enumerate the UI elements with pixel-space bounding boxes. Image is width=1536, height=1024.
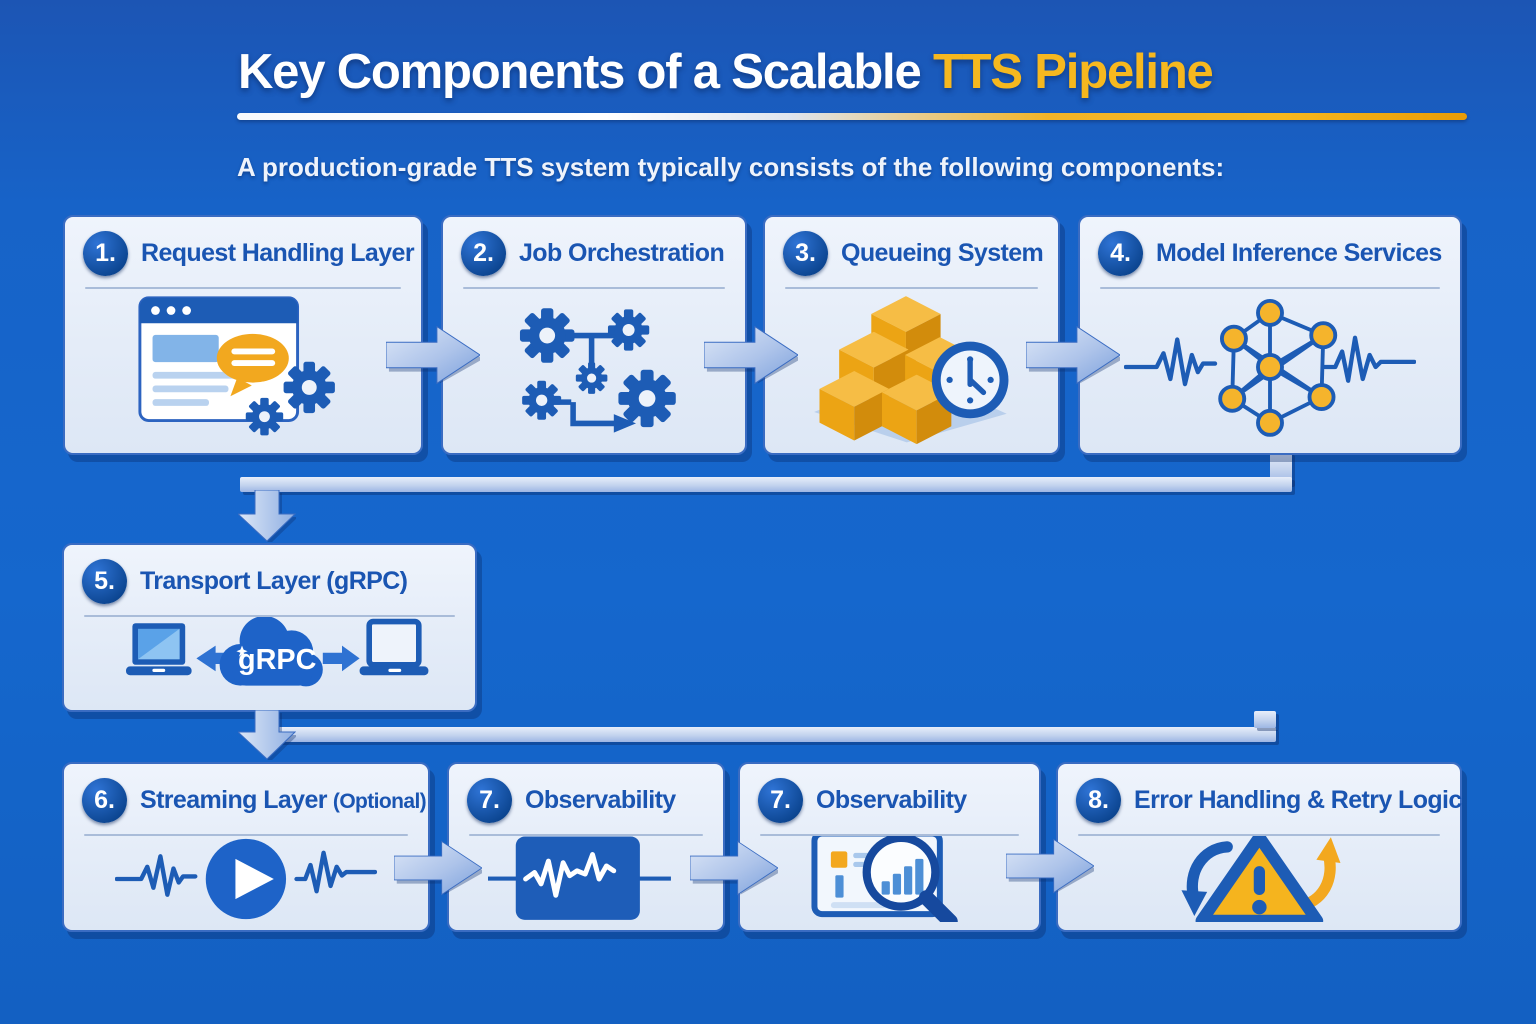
page-title-accent: TTS Pipeline bbox=[932, 45, 1214, 99]
card-header: 5. Transport Layer (gRPC) bbox=[82, 559, 457, 604]
laptop-icon bbox=[125, 622, 192, 675]
number-badge: 6. bbox=[82, 778, 127, 823]
card-title-suffix: (Optional) bbox=[332, 790, 427, 813]
divider bbox=[760, 834, 1019, 836]
card-header: 7. Observability bbox=[467, 778, 705, 823]
number-badge: 5. bbox=[82, 559, 127, 604]
card-title: Job Orchestration bbox=[519, 239, 725, 267]
card-title-text: Streaming Layer bbox=[140, 786, 328, 814]
waveform-panel-icon bbox=[488, 836, 671, 920]
card-title: Request Handling Layer bbox=[141, 239, 415, 267]
grpc-label: gRPC bbox=[238, 643, 317, 675]
card-error-handling-retry-logic: 8. Error Handling & Retry Logic bbox=[1056, 762, 1462, 932]
connector-5-across-bar bbox=[263, 727, 1276, 742]
card-header: 8. Error Handling & Retry Logic bbox=[1076, 778, 1462, 823]
arrow-6-to-7-icon bbox=[394, 840, 482, 896]
play-waveform-icon bbox=[115, 838, 377, 920]
card-model-inference-services: 4. Model Inference Services bbox=[1078, 215, 1462, 455]
neural-network-waveform-icon bbox=[1124, 298, 1416, 437]
number-badge: 3. bbox=[783, 231, 828, 276]
card-observability: 7. Observability bbox=[447, 762, 725, 932]
number-badge: 7. bbox=[467, 778, 512, 823]
arrow-right-icon bbox=[322, 645, 360, 671]
arrow-7-to-8-icon bbox=[1006, 838, 1094, 894]
title-underline bbox=[237, 113, 1467, 120]
number-badge: 8. bbox=[1076, 778, 1121, 823]
boxes-clock-icon bbox=[813, 296, 1009, 445]
number-badge: 4. bbox=[1098, 231, 1143, 276]
number-badge: 2. bbox=[461, 231, 506, 276]
browser-chat-gears-icon bbox=[138, 296, 335, 436]
connector-5-across-stub bbox=[1254, 711, 1276, 728]
divider bbox=[469, 834, 703, 836]
divider bbox=[1078, 834, 1440, 836]
laptop-outline-icon bbox=[359, 618, 428, 675]
clock-icon bbox=[931, 341, 1009, 419]
connector-4-to-5-bar bbox=[240, 477, 1292, 492]
arrow-3-to-4-icon bbox=[1026, 326, 1120, 384]
card-title: Model Inference Services bbox=[1156, 239, 1442, 267]
arrow-down-into-6-icon bbox=[238, 710, 296, 760]
arrow-7-to-7-icon bbox=[690, 840, 778, 896]
card-queueing-system: 3. Queueing System bbox=[763, 215, 1060, 455]
divider bbox=[85, 287, 401, 289]
arrow-left-icon bbox=[195, 645, 232, 671]
cloud-icon: gRPC bbox=[219, 617, 323, 686]
number-badge: 7. bbox=[758, 778, 803, 823]
divider bbox=[84, 615, 455, 617]
card-header: 1. Request Handling Layer bbox=[83, 231, 415, 276]
divider bbox=[463, 287, 725, 289]
card-title: Observability bbox=[525, 786, 676, 814]
card-job-orchestration: 2. Job Orchestration bbox=[441, 215, 747, 455]
divider bbox=[1100, 287, 1440, 289]
card-streaming-layer: 6. Streaming Layer(Optional) bbox=[62, 762, 430, 932]
card-title: Error Handling & Retry Logic bbox=[1134, 786, 1462, 814]
card-header: 2. Job Orchestration bbox=[461, 231, 727, 276]
gears-flow-icon bbox=[519, 308, 676, 433]
card-header: 4. Model Inference Services bbox=[1098, 231, 1442, 276]
grpc-cloud-icon: gRPC bbox=[125, 617, 428, 686]
card-header: 6. Streaming Layer(Optional) bbox=[82, 778, 427, 823]
arrow-down-into-5-icon bbox=[238, 490, 296, 542]
dashboard-magnifier-icon bbox=[811, 836, 958, 922]
page-title: Key Components of a Scalable TTS Pipelin… bbox=[238, 44, 1214, 100]
card-transport-layer-grpc: 5. Transport Layer (gRPC) gRPC bbox=[62, 543, 477, 712]
connector-4-to-5-stub bbox=[1270, 452, 1292, 484]
arrow-1-to-2-icon bbox=[386, 326, 480, 384]
card-title: Queueing System bbox=[841, 239, 1044, 267]
card-observability-2: 7. Observability bbox=[738, 762, 1041, 932]
number-badge: 1. bbox=[83, 231, 128, 276]
arrow-2-to-3-icon bbox=[704, 326, 798, 384]
page-title-main: Key Components of a Scalable bbox=[238, 45, 922, 99]
card-request-handling-layer: 1. Request Handling Layer bbox=[63, 215, 423, 455]
card-header: 7. Observability bbox=[758, 778, 1021, 823]
card-title: Observability bbox=[816, 786, 967, 814]
card-header: 3. Queueing System bbox=[783, 231, 1044, 276]
divider bbox=[84, 834, 408, 836]
card-title: Transport Layer (gRPC) bbox=[140, 567, 408, 595]
warning-retry-icon bbox=[1181, 836, 1341, 922]
page-subtitle: A production-grade TTS system typically … bbox=[237, 152, 1225, 182]
card-title: Streaming Layer(Optional) bbox=[140, 786, 427, 815]
divider bbox=[785, 287, 1038, 289]
